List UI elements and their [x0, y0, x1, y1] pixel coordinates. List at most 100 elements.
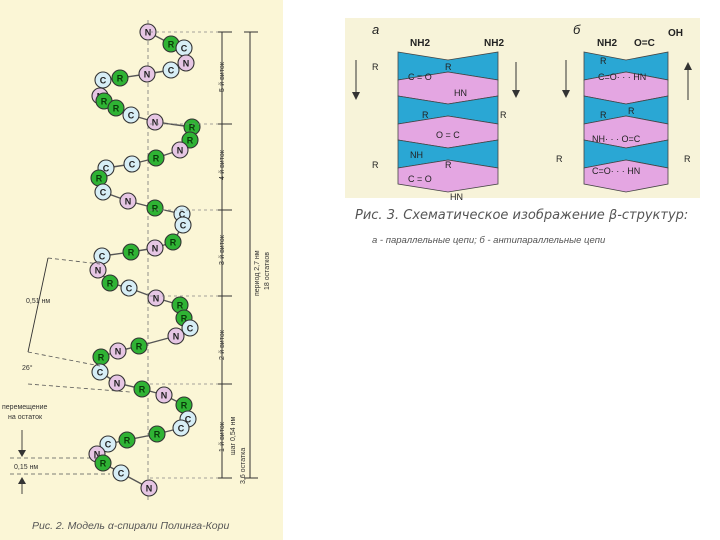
atom-letter: C: [179, 210, 186, 220]
atom-C: [99, 435, 117, 453]
atom-letter: C: [168, 66, 175, 76]
atom-letter: N: [144, 70, 151, 80]
arrow-head: [512, 90, 520, 98]
atom-letter: R: [98, 353, 105, 363]
shift-label-2: на остаток: [8, 414, 43, 421]
atom-R: [118, 431, 136, 449]
co-hn-label-2: C=O· · · HN: [592, 166, 640, 176]
atom-letter: R: [113, 104, 120, 114]
atom-R: [147, 149, 165, 167]
atom-letter: C: [178, 424, 185, 434]
r-label: R: [500, 110, 507, 120]
dimension-lines: [10, 31, 258, 494]
nh2-label: NH2: [597, 38, 617, 49]
left-guide: [47, 257, 101, 265]
shift-label-1: перемещение: [2, 404, 48, 411]
atom-C: [162, 61, 180, 79]
co-label: C = O: [408, 174, 432, 184]
atom-C: [123, 155, 141, 173]
atom-letter: N: [145, 28, 152, 38]
atom-letter: R: [181, 401, 188, 411]
atom-N: [155, 386, 173, 404]
residues-36-label: 3,6 остатка: [240, 447, 247, 484]
turn4-label: 4-й виток: [219, 150, 226, 180]
atom-N: [138, 65, 156, 83]
r-label: R: [556, 154, 563, 164]
atom-letter: C: [187, 324, 194, 334]
atom-R: [164, 233, 182, 251]
dist-015-label: 0,15 нм: [14, 464, 39, 471]
atom-letter: N: [114, 379, 121, 389]
turn5-label: 5-й виток: [219, 62, 226, 92]
sheet-a-band: [397, 159, 499, 193]
atom-letter: R: [154, 430, 161, 440]
r-label: R: [445, 160, 452, 170]
atom-letter: N: [125, 197, 132, 207]
atom-letter: R: [181, 314, 188, 324]
atom-letter: R: [128, 248, 135, 258]
atom-letter: N: [183, 59, 190, 69]
co-hn-label: C=O· · · HN: [598, 72, 646, 82]
atom-C: [174, 216, 192, 234]
atom-letter: N: [95, 266, 102, 276]
atom-letter: R: [124, 436, 131, 446]
r-label: R: [600, 110, 607, 120]
atom-letter: C: [129, 160, 136, 170]
atom-N: [167, 327, 185, 345]
atom-letter: R: [101, 97, 108, 107]
period-label: период 2,7 нм: [254, 250, 261, 296]
atom-R: [111, 69, 129, 87]
atom-letter: R: [170, 238, 177, 248]
atom-C: [122, 106, 140, 124]
atom-letter: N: [161, 391, 168, 401]
atom-C: [94, 183, 112, 201]
helix-atoms: NRCNCNRCNRRCNRRNRCCRCNRCCRNRCNRCNRRCNRNR…: [88, 23, 201, 497]
arrow-head: [684, 62, 692, 70]
nh-oc-label: NH· · · O=C: [592, 134, 641, 144]
atom-N: [140, 479, 158, 497]
atom-C: [120, 279, 138, 297]
dist-051-label: 0,51 нм: [26, 298, 51, 305]
r-label: R: [372, 62, 379, 72]
atom-letter: R: [100, 459, 107, 469]
r-label: R: [600, 56, 607, 66]
occ-label: O=C: [634, 38, 655, 49]
atom-N: [147, 289, 165, 307]
turn1-label: 1-й виток: [219, 422, 226, 452]
left-guide: [27, 351, 101, 367]
atom-letter: R: [139, 385, 146, 395]
hn-label: HN: [450, 192, 463, 202]
atom-N: [108, 374, 126, 392]
atom-letter: C: [103, 164, 110, 174]
atom-letter: R: [187, 136, 194, 146]
atom-letter: R: [96, 174, 103, 184]
turn2-label: 2-й виток: [219, 330, 226, 360]
atom-letter: R: [152, 204, 159, 214]
atom-letter: N: [115, 347, 122, 357]
atom-letter: C: [118, 469, 125, 479]
atom-letter: N: [173, 332, 180, 342]
residues-18-label: 18 остатков: [264, 252, 271, 290]
r-label: R: [422, 110, 429, 120]
atom-letter: C: [97, 368, 104, 378]
nh2-left: NH2: [410, 38, 430, 49]
atom-letter: R: [136, 342, 143, 352]
atom-letter: R: [177, 301, 184, 311]
atom-letter: N: [152, 244, 159, 254]
atom-letter: N: [153, 294, 160, 304]
atom-letter: R: [153, 154, 160, 164]
r-label: R: [628, 106, 635, 116]
oc-label: O = C: [436, 130, 460, 140]
r-label: R: [684, 154, 691, 164]
atom-N: [146, 113, 164, 131]
turn3-label: 3-й виток: [219, 235, 226, 265]
atom-N: [177, 54, 195, 72]
r-label: R: [445, 62, 452, 72]
hn-label: HN: [454, 88, 467, 98]
atom-letter: C: [185, 415, 192, 425]
atom-letter: R: [168, 40, 175, 50]
co-label: C = O: [408, 72, 432, 82]
atom-letter: N: [152, 118, 159, 128]
oh-label: OH: [668, 28, 683, 39]
